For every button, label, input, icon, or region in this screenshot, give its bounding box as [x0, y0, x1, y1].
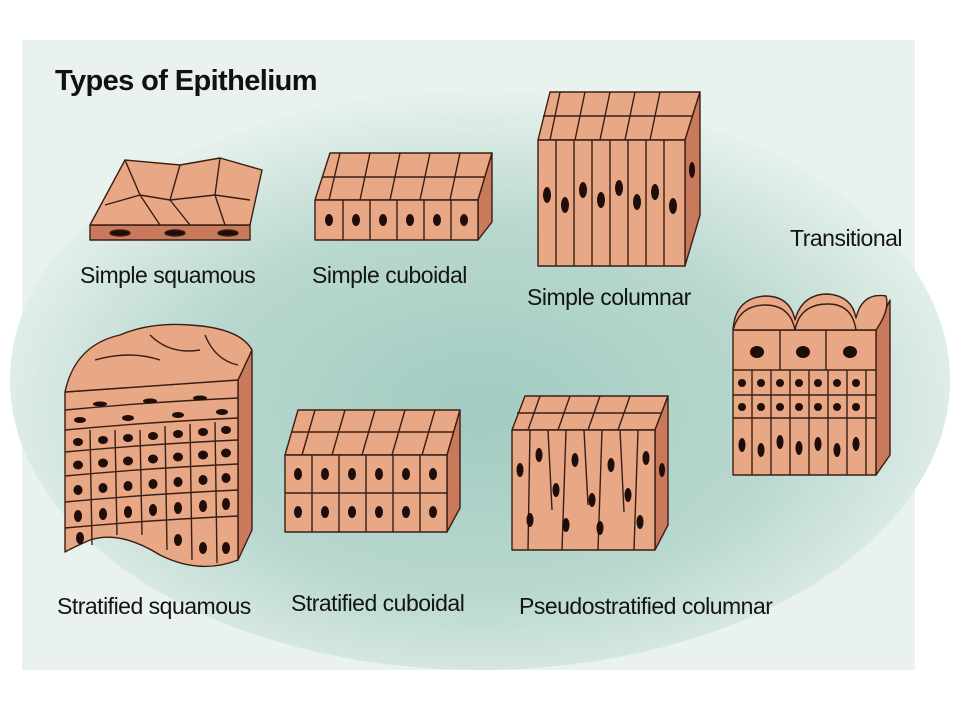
stratified-cuboidal-illustration — [284, 409, 461, 533]
label-simple-cuboidal: Simple cuboidal — [312, 262, 467, 288]
label-stratified-squamous: Stratified squamous — [57, 593, 251, 619]
label-transitional: Transitional — [790, 225, 902, 251]
simple-cuboidal-illustration — [314, 152, 493, 241]
diagram-title: Types of Epithelium — [55, 65, 317, 97]
pseudostratified-columnar-illustration — [511, 395, 669, 551]
simple-columnar-illustration — [537, 91, 701, 267]
transitional-illustration — [732, 293, 891, 476]
stratified-squamous-illustration — [64, 323, 253, 568]
label-pseudostratified-columnar: Pseudostratified columnar — [519, 593, 773, 619]
label-stratified-cuboidal: Stratified cuboidal — [291, 590, 464, 616]
label-simple-columnar: Simple columnar — [527, 284, 692, 310]
simple-squamous-illustration — [89, 157, 263, 241]
label-simple-squamous: Simple squamous — [80, 262, 255, 288]
